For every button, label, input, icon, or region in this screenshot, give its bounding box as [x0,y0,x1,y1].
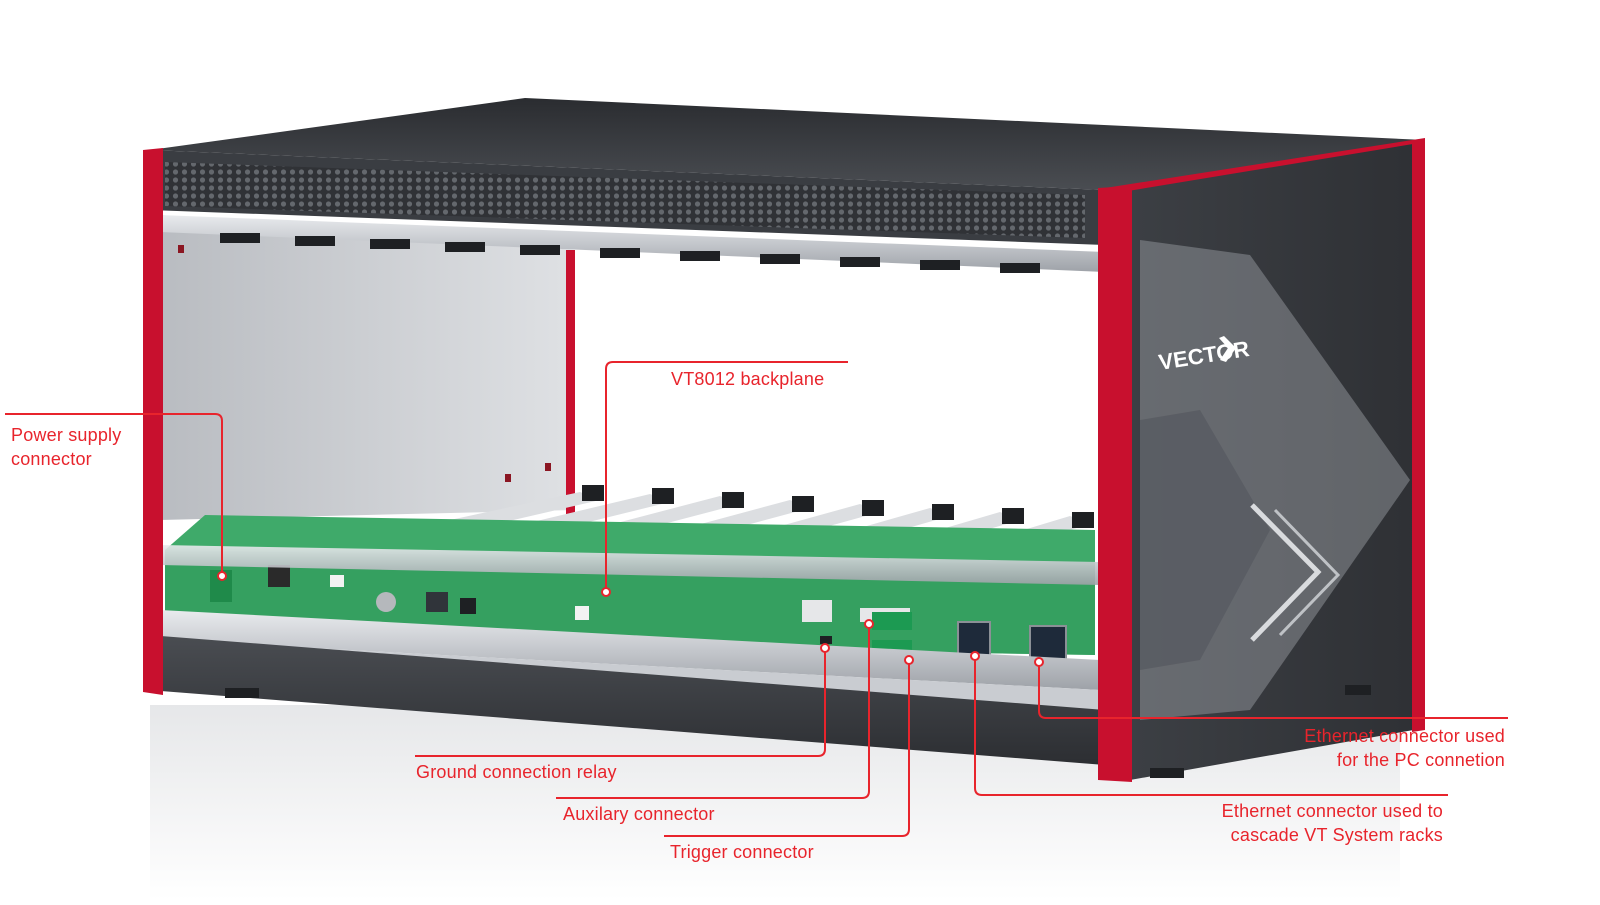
dot-auxiliary [864,619,874,629]
callout-ground-relay: Ground connection relay [416,762,617,782]
chevron-outline-icon [1250,503,1322,642]
leader-power-supply [5,413,223,576]
dot-trigger [904,655,914,665]
callout-ethernet-cascade-line2: cascade VT System racks [1230,825,1443,845]
callout-ethernet-cascade-line1: Ethernet connector used to [1221,801,1443,821]
dot-ground-relay [820,643,830,653]
dot-backplane [601,587,611,597]
callout-ethernet-pc: Ethernet connector used for the PC conne… [1208,724,1505,772]
ethernet-port-cascade [957,621,991,657]
rack-foot [1150,768,1184,778]
rack-top-lid [150,98,1425,190]
red-frame-right-back [1412,140,1425,732]
leader-backplane [605,361,848,592]
callout-anchor-dots [217,571,1044,667]
rack-interior [575,250,1100,520]
bottom-front-rail [160,545,1100,585]
leader-ethernet-pc [1038,662,1508,719]
leader-trigger [664,660,910,837]
dot-power-supply [217,571,227,581]
rack-back-panel [160,215,575,520]
red-frame-left [143,148,163,695]
callout-ethernet-pc-line1: Ethernet connector used [1304,726,1505,746]
bottom-lower-rail [160,610,1100,690]
panel-slot [505,474,511,482]
red-frame-top [1105,138,1425,194]
panel-slot [178,245,184,253]
red-frame-right-front [1098,186,1132,782]
chevron-outline-icon-2 [1273,508,1341,637]
top-card-guides [220,233,1040,273]
divider-post [566,250,575,515]
chevron-graphic-inner [1140,410,1270,670]
callout-auxiliary: Auxilary connector [563,804,715,824]
leader-ground-relay [415,648,826,757]
callout-power-supply-line2: connector [11,449,92,469]
callout-power-supply-line1: Power supply [11,425,122,445]
callout-leader-lines [5,361,1508,837]
panel-slot [545,463,551,471]
rack-foot [225,688,259,698]
rack-foot [1345,685,1371,695]
callout-backplane: VT8012 backplane [671,369,825,389]
leader-auxiliary [556,624,870,799]
dot-ethernet-cascade [970,651,980,661]
card-latches [582,485,1094,528]
leader-ethernet-cascade [974,656,1448,796]
callout-ethernet-pc-line2: for the PC connetion [1336,750,1505,770]
vector-logo-arrow-icon [1219,336,1236,362]
rack-base [148,635,1105,765]
dot-ethernet-pc [1034,657,1044,667]
callout-ethernet-cascade: Ethernet connector used to cascade VT Sy… [1130,799,1443,847]
callout-power-supply: Power supply connector [11,423,121,471]
callout-trigger: Trigger connector [670,842,814,862]
hex-vent-icon [165,162,1085,238]
